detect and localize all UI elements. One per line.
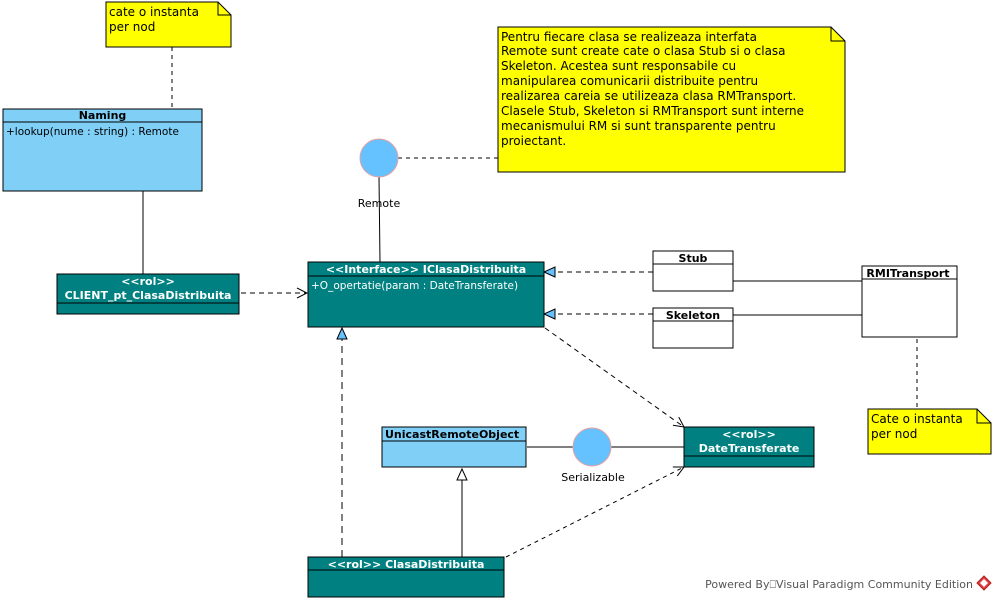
info-note-line: proiectant. (501, 134, 566, 148)
class-iclasa-name: <<Interface>> IClasaDistribuita (326, 263, 526, 276)
class-iclasa-distribuita[interactable]: <<Interface>> IClasaDistribuita +O_opert… (307, 261, 545, 328)
class-stub-name: Stub (679, 252, 708, 265)
class-clasa-distribuita[interactable]: <<rol>> ClasaDistribuita (307, 556, 505, 598)
remote-lollipop-icon (359, 138, 399, 178)
footer-branding: Powered By⎕Visual Paradigm Community Edi… (705, 575, 992, 591)
class-stub[interactable]: Stub (652, 250, 734, 292)
info-note-line: Clasele Stub, Skeleton si RMTransport su… (501, 104, 804, 118)
class-naming[interactable]: Naming +lookup(nume : string) : Remote (2, 108, 203, 192)
info-note-line: Remote sunt create cate o clasa Stub si … (501, 44, 786, 58)
class-date-transferate[interactable]: <<rol>> DateTransferate (683, 426, 815, 468)
interface-remote[interactable]: Remote (358, 138, 401, 210)
class-skeleton[interactable]: Skeleton (652, 307, 734, 349)
class-naming-operation: +lookup(nume : string) : Remote (6, 126, 179, 138)
interface-remote-label: Remote (358, 197, 401, 210)
info-note-line: realizarea careia se utilizeaza clasa RM… (501, 89, 796, 103)
class-datetransf-name: DateTransferate (699, 442, 800, 455)
class-clasa-name: <<rol>> ClasaDistribuita (328, 558, 485, 571)
serializable-lollipop-icon (572, 427, 612, 467)
class-skeleton-name: Skeleton (666, 309, 720, 322)
iclasa-uses-datetransf (544, 327, 684, 427)
naming-note-line: cate o instanta (109, 5, 199, 19)
rmi-note[interactable]: Cate o instanta per nod (867, 408, 992, 455)
naming-note[interactable]: cate o instanta per nod (105, 1, 232, 48)
class-rmitransport[interactable]: RMITransport (861, 265, 958, 338)
clasa-uses-datetransf (505, 467, 684, 558)
class-client[interactable]: <<rol>> CLIENT_pt_ClasaDistribuita (56, 273, 240, 315)
interface-serializable[interactable]: Serializable (561, 427, 625, 484)
connectors (142, 47, 918, 558)
class-unicast-name: UnicastRemoteObject (385, 428, 519, 441)
info-note-line: mecanismului RM si sunt transparente pen… (501, 119, 776, 133)
class-client-name: CLIENT_pt_ClasaDistribuita (65, 289, 232, 302)
class-datetransf-stereotype: <<rol>> (722, 428, 776, 441)
remote-lollipop-stick (378, 176, 381, 263)
info-note-line: manipularea comunicarii distribuite pent… (501, 74, 758, 88)
footer-text: Powered By⎕Visual Paradigm Community Edi… (705, 578, 973, 591)
rmi-note-line: per nod (871, 427, 917, 441)
info-note-line: Pentru fiecare clasa se realizeaza inter… (501, 30, 757, 44)
info-note-line: Skeleton. Acestea sunt responsabile cu (501, 59, 736, 73)
info-note[interactable]: Pentru fiecare clasa se realizeaza inter… (497, 26, 846, 173)
class-unicast-remote-object[interactable]: UnicastRemoteObject (381, 426, 527, 468)
class-rmitransport-name: RMITransport (866, 267, 949, 280)
class-client-stereotype: <<rol>> (121, 275, 175, 288)
rmi-note-line: Cate o instanta (871, 412, 963, 426)
naming-note-line: per nod (109, 20, 155, 34)
diamond-logo-icon (976, 575, 992, 591)
interface-serializable-label: Serializable (561, 471, 625, 484)
class-iclasa-operation: +O_opertatie(param : DateTransferate) (311, 280, 518, 292)
class-naming-name: Naming (79, 109, 127, 122)
